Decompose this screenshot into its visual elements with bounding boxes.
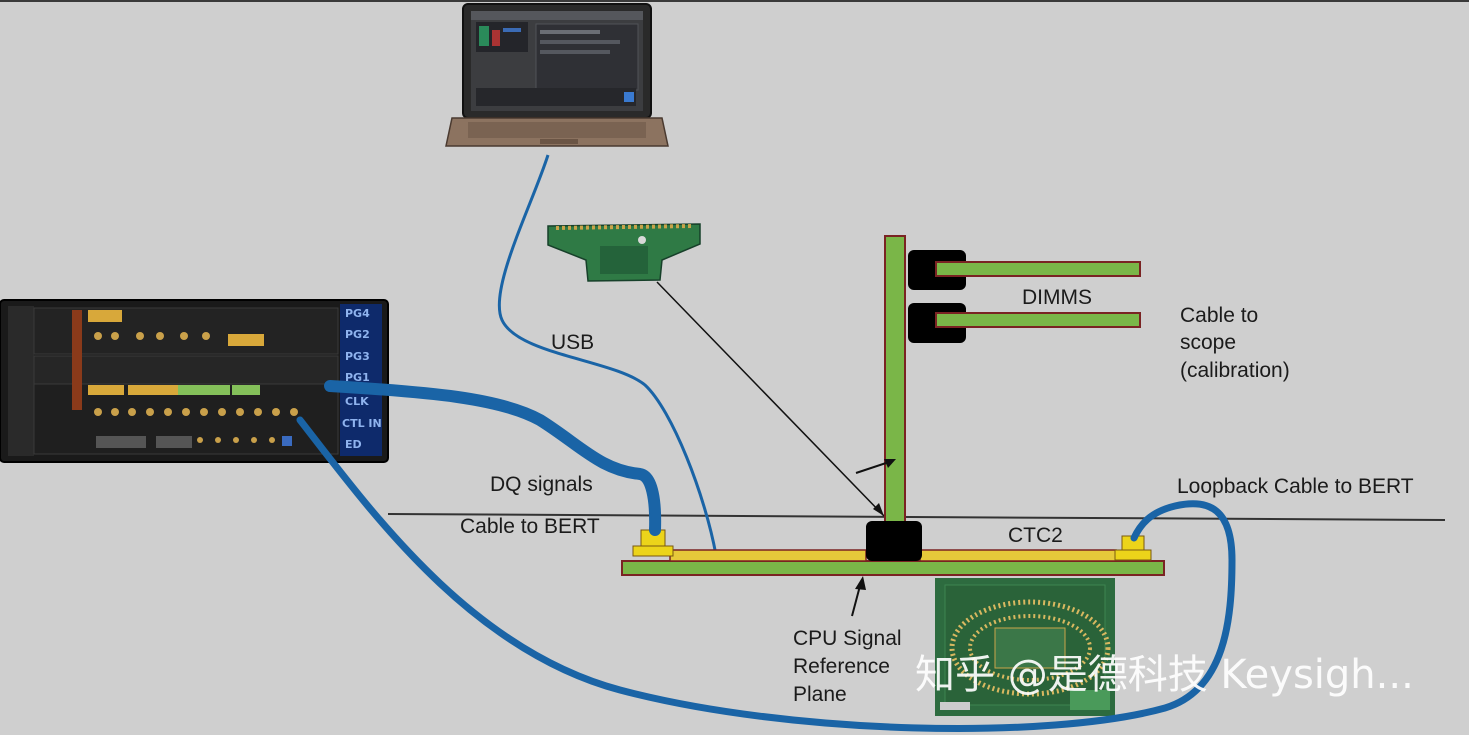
riser-board xyxy=(884,235,906,527)
interposer-arrow xyxy=(656,281,885,517)
interposer-board xyxy=(547,223,701,282)
cable-to-bert-label: Cable to BERT xyxy=(460,515,600,538)
port-label-pg3: PG3 xyxy=(345,350,370,363)
port-label-ed: ED xyxy=(345,438,362,451)
loopback-cable xyxy=(296,416,1236,733)
cable-to-scope-label-line2: scope xyxy=(1180,331,1237,354)
port-label-pg1: PG1 xyxy=(345,371,370,384)
dimms-label: DIMMS xyxy=(1022,286,1092,309)
port-label-clk: CLK xyxy=(345,395,369,408)
ctc2-label: CTC2 xyxy=(1008,524,1063,547)
bert-instrument xyxy=(0,299,389,463)
dimm-slot-2 xyxy=(908,303,1141,343)
dimm-slot-1 xyxy=(908,250,1141,290)
dq-signals-label: DQ signals xyxy=(490,473,593,496)
cpu-plane-label-line2: Reference xyxy=(793,655,890,678)
cable-to-scope-label-line3: (calibration) xyxy=(1180,359,1290,382)
cpu-plane-label-line1: CPU Signal xyxy=(793,627,902,650)
cpu-bga xyxy=(866,521,922,561)
port-label-pg2: PG2 xyxy=(345,328,370,341)
usb-cable xyxy=(497,154,718,556)
watermark: 知乎 @是德科技 Keysigh... xyxy=(915,652,1414,698)
reference-line xyxy=(387,513,1446,521)
usb-label: USB xyxy=(551,331,595,354)
dq-cable xyxy=(324,380,662,536)
ctc2-photo xyxy=(935,578,1115,716)
laptop xyxy=(445,3,669,147)
cable-to-scope-label-line1: Cable to xyxy=(1180,304,1259,327)
port-label-ctl-in: CTL IN xyxy=(342,417,382,430)
port-label-pg4: PG4 xyxy=(345,307,370,320)
cpu-plane-label-line3: Plane xyxy=(793,683,847,706)
loopback-cable-label: Loopback Cable to BERT xyxy=(1177,475,1414,498)
ctc2-board xyxy=(621,521,1165,576)
